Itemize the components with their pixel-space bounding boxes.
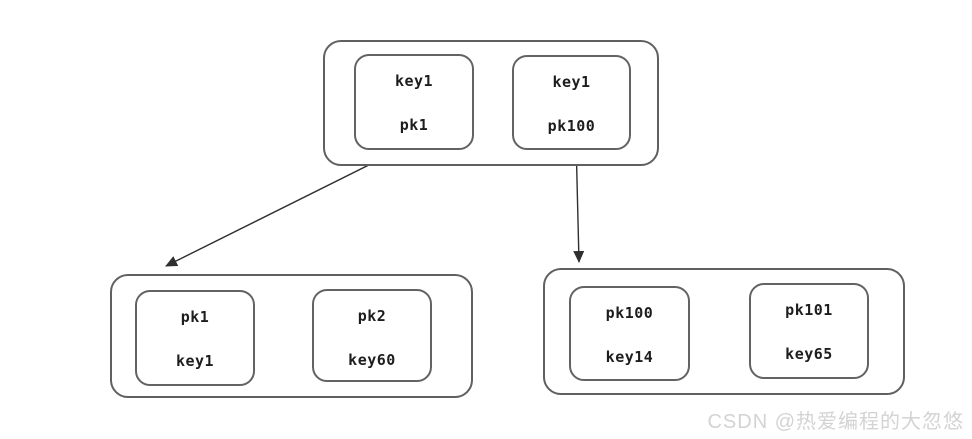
node-pk101-key65: pk101 key65: [749, 283, 869, 379]
node-pk2-key60: pk2 key60: [312, 289, 432, 382]
bottom-right-group-box: pk100 key14 pk101 key65: [543, 268, 905, 395]
node-label-key: key65: [785, 345, 833, 363]
node-label-key: key1: [175, 352, 215, 370]
node-label-key: key14: [605, 348, 654, 366]
node-label-pk: pk100: [605, 304, 654, 322]
top-group-box: key1 pk1 key1 pk100: [323, 40, 659, 166]
node-label-pk: pk2: [357, 307, 387, 325]
csdn-watermark: CSDN @热爱编程的大忽悠: [707, 411, 964, 433]
node-key1-pk1: key1 pk1: [354, 54, 474, 150]
node-label-key: key1: [394, 72, 434, 90]
node-label-pk: pk100: [547, 117, 596, 135]
node-pk1-key1: pk1 key1: [135, 290, 255, 386]
node-label-key: key1: [552, 73, 591, 91]
node-key1-pk100: key1 pk100: [512, 55, 631, 150]
node-label-pk: pk101: [785, 301, 833, 319]
bottom-left-group-box: pk1 key1 pk2 key60: [110, 274, 473, 398]
node-label-pk: pk1: [180, 308, 210, 326]
node-label-key: key60: [348, 351, 396, 369]
node-pk100-key14: pk100 key14: [569, 286, 690, 381]
node-label-pk: pk1: [399, 116, 429, 134]
